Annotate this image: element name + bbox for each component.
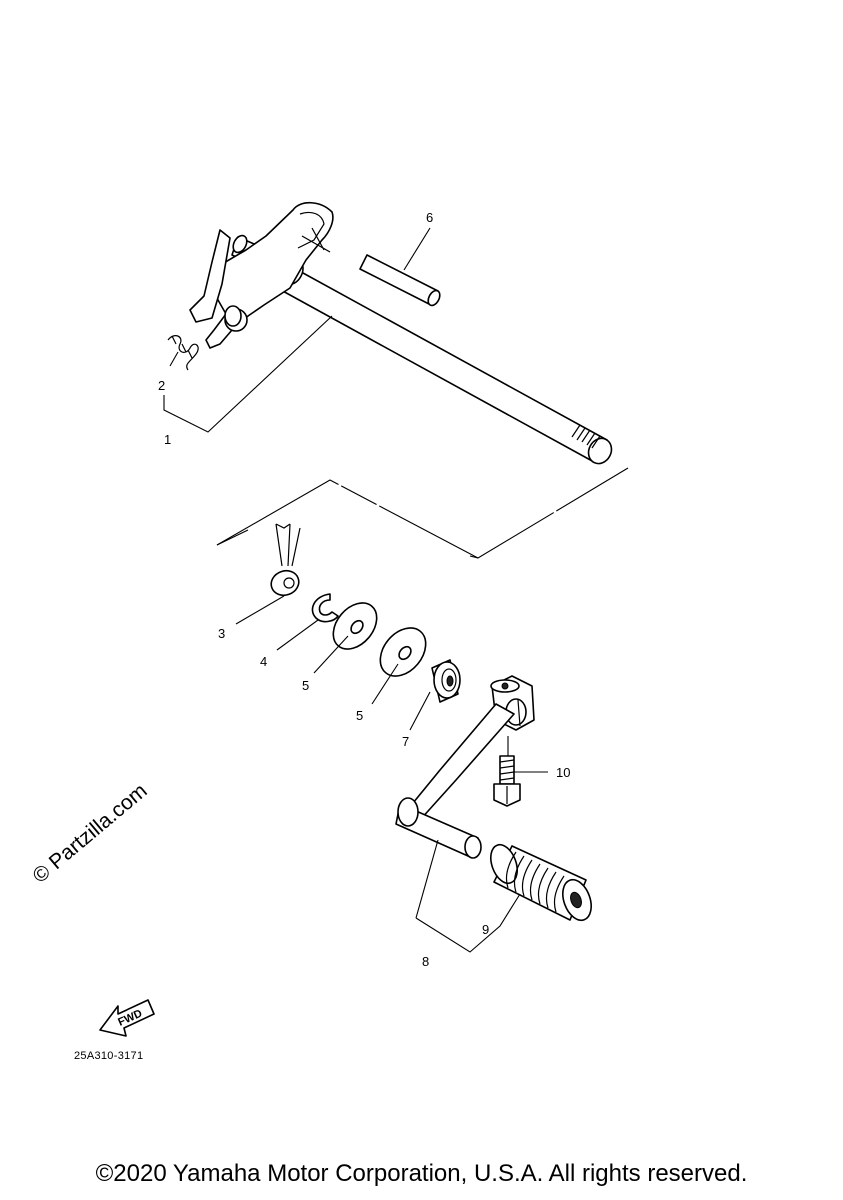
callout-labels: 1 2 3 4 5 5 7 6 8 9 10 (158, 210, 570, 969)
copyright-notice: ©2020 Yamaha Motor Corporation, U.S.A. A… (95, 1160, 748, 1187)
callout-5b: 5 (356, 708, 363, 723)
clip[interactable] (268, 523, 303, 599)
bearing[interactable] (431, 659, 461, 703)
callout-4: 4 (260, 654, 267, 669)
circlip[interactable] (311, 593, 339, 623)
shaft-pin[interactable] (359, 254, 442, 307)
spring[interactable] (167, 335, 199, 371)
shift-shaft[interactable] (189, 201, 616, 468)
callout-1: 1 (164, 432, 171, 447)
callout-7: 7 (402, 734, 409, 749)
callout-8: 8 (422, 954, 429, 969)
leader-lines (163, 227, 548, 953)
callout-5a: 5 (302, 678, 309, 693)
washer-2[interactable] (371, 619, 435, 685)
callout-10: 10 (556, 765, 570, 780)
watermark: © Partzilla.com (28, 779, 151, 888)
callout-6: 6 (426, 210, 433, 225)
callout-3: 3 (218, 626, 225, 641)
bolt[interactable] (493, 755, 521, 807)
diagram-code: 25A310-3171 (74, 1050, 143, 1062)
fwd-arrow-icon: FWD (99, 999, 155, 1037)
shift-pedal[interactable] (395, 675, 535, 859)
callout-2: 2 (158, 378, 165, 393)
washer-1[interactable] (324, 595, 385, 658)
callout-9: 9 (482, 922, 489, 937)
foot-peg-rubber[interactable] (486, 841, 597, 924)
